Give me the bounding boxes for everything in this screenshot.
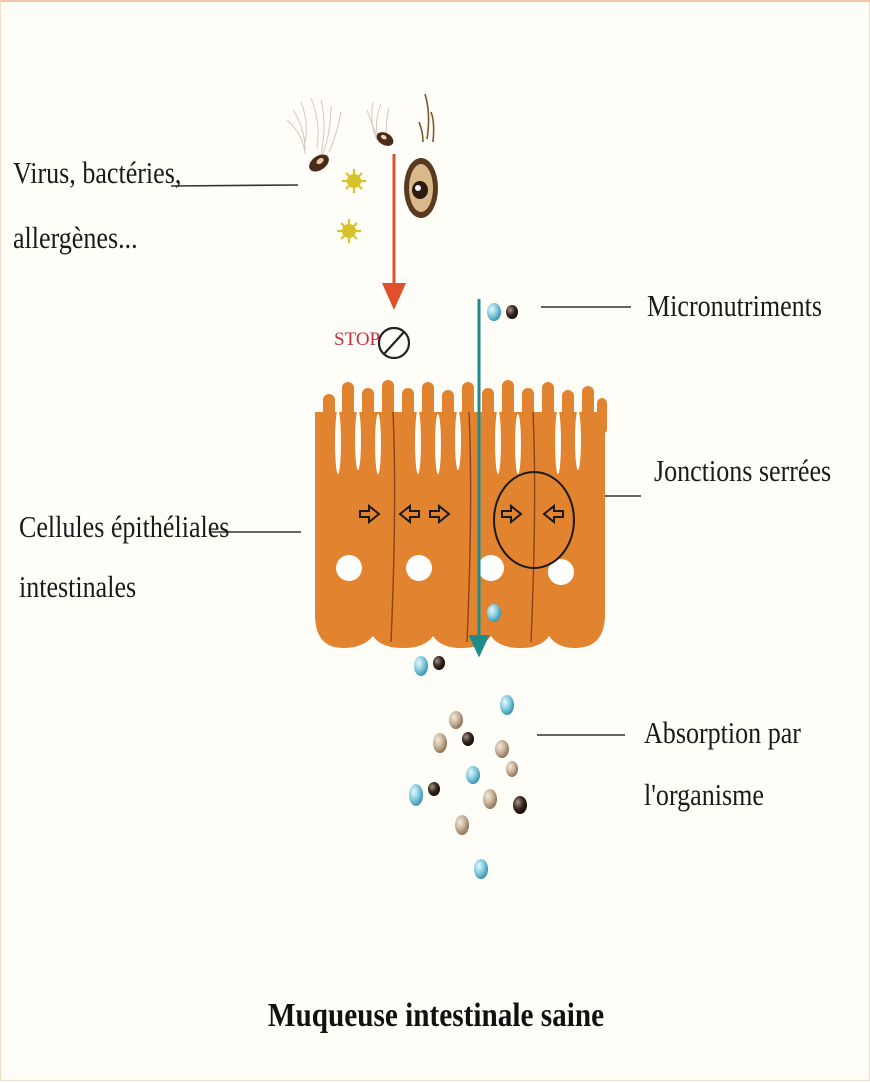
nutrient-particle bbox=[513, 796, 527, 814]
nutrient-particle bbox=[487, 604, 501, 622]
nutrient-particle bbox=[462, 732, 474, 746]
allergen-icon bbox=[404, 94, 438, 218]
stop-label: STOP bbox=[334, 329, 380, 351]
leader-virus bbox=[171, 185, 298, 186]
diagram-title: Muqueuse intestinale saine bbox=[62, 997, 810, 1035]
label-jonctions: Jonctions serrées bbox=[654, 452, 831, 490]
nutrient-particle bbox=[495, 740, 509, 758]
label-micronutriments: Micronutriments bbox=[647, 287, 822, 325]
pathogen-group bbox=[287, 94, 438, 243]
nutrient-particle bbox=[487, 303, 501, 321]
nutrient-particle bbox=[449, 711, 463, 729]
nutrient-particle bbox=[483, 789, 497, 809]
microvilli bbox=[323, 380, 607, 434]
label-cellules-line1: Cellules épithéliales bbox=[19, 508, 229, 546]
nutrient-particle bbox=[409, 784, 423, 806]
nutrient-particle bbox=[474, 859, 488, 879]
nutrient-particle bbox=[414, 656, 428, 676]
label-virus-line2: allergènes... bbox=[13, 219, 138, 257]
no-entry-icon bbox=[379, 328, 409, 358]
virus-icon bbox=[342, 169, 366, 193]
label-cellules-line2: intestinales bbox=[19, 568, 136, 606]
nutrient-particle bbox=[428, 782, 440, 796]
label-absorption-line2: l'organisme bbox=[644, 776, 764, 814]
bacterium-icon bbox=[367, 102, 396, 149]
nutrient-particle bbox=[433, 656, 445, 670]
nutrient-particle bbox=[433, 733, 447, 753]
virus-icon bbox=[337, 219, 361, 243]
bacterium-icon bbox=[287, 98, 341, 175]
nutrient-particle bbox=[455, 815, 469, 835]
nutrient-particle bbox=[506, 305, 518, 319]
label-absorption-line1: Absorption par bbox=[644, 714, 801, 752]
nutrient-particle bbox=[506, 761, 518, 777]
nutrient-particle bbox=[500, 695, 514, 715]
label-virus-line1: Virus, bactéries, bbox=[13, 154, 181, 192]
epithelium bbox=[315, 380, 607, 648]
nutrient-particle bbox=[466, 766, 480, 784]
